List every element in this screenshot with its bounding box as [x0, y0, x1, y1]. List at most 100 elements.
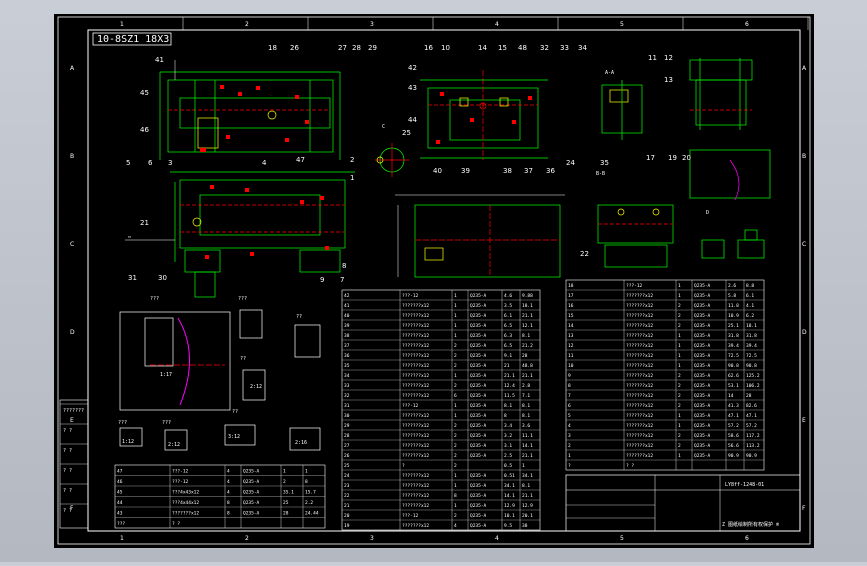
table-cell-w1: 6.1 — [504, 313, 512, 319]
table-cell-mat: Q235-A — [470, 353, 487, 359]
table-cell-name: ???????x12 — [626, 343, 653, 349]
side-box-row: ? ? — [63, 448, 72, 454]
table-row[interactable]: ?? ? — [568, 463, 634, 469]
table-cell-w1: 39.4 — [728, 343, 739, 349]
title-block[interactable] — [565, 474, 801, 532]
table-cell-qty: 2 — [678, 303, 681, 309]
table-cell-mat: Q235-A — [470, 433, 487, 439]
table-cell-qty: 1 — [678, 363, 681, 369]
detail-dimension: 1:12 — [122, 439, 134, 445]
table-cell-w2: 8.8 — [746, 283, 754, 289]
table-cell-qty: 2 — [454, 423, 457, 429]
view-top-right[interactable] — [601, 58, 753, 140]
zone-label-bottom: 6 — [745, 535, 749, 542]
zone-label-side: D — [70, 329, 75, 336]
table-cell-name: ???????x12 — [402, 493, 429, 499]
table-cell-qty: 2 — [454, 353, 457, 359]
table-cell-w2: 82.6 — [746, 403, 757, 409]
view-middle-section[interactable] — [395, 194, 565, 278]
callout-number: 10 — [441, 44, 450, 52]
table-cell-qty: 8 — [454, 493, 457, 499]
table-cell-w1: 58.6 — [728, 433, 739, 439]
zone-label-side: A — [70, 65, 75, 72]
callout-number: 17 — [646, 154, 655, 162]
table-cell-w2: 8.1 — [522, 483, 530, 489]
table-cell-name: ???4x43x12 — [172, 490, 199, 496]
table-cell-qty: 1 — [454, 503, 457, 509]
detail-big[interactable] — [119, 311, 231, 411]
view-top-left[interactable] — [159, 60, 341, 160]
view-top-middle[interactable] — [420, 70, 548, 160]
table-cell-no: 29 — [344, 423, 350, 429]
table-cell-name: ? ? — [172, 521, 180, 527]
right-small-details — [701, 229, 765, 259]
table-cell-mat: Q235-A — [694, 433, 711, 439]
stamp-text: 10-8SZ1 18X3 — [97, 34, 169, 45]
view-middle-left[interactable] — [170, 171, 355, 298]
table-cell-no: 6 — [568, 403, 571, 409]
table-cell-no: 39 — [344, 323, 350, 329]
table-cell-no: 10 — [568, 363, 574, 369]
table-cell-w2: 18.1 — [522, 303, 533, 309]
view-right-section[interactable] — [597, 149, 771, 268]
table-cell-mat: Q235-A — [470, 373, 487, 379]
table-cell-name: ???????x12 — [402, 363, 429, 369]
table-row[interactable]: ???? ? — [117, 521, 180, 527]
detail-label: ?? — [232, 409, 238, 415]
callout-number: 13 — [664, 76, 673, 84]
callout-number: 30 — [158, 274, 167, 282]
table-cell-w1: 12.9 — [504, 503, 515, 509]
